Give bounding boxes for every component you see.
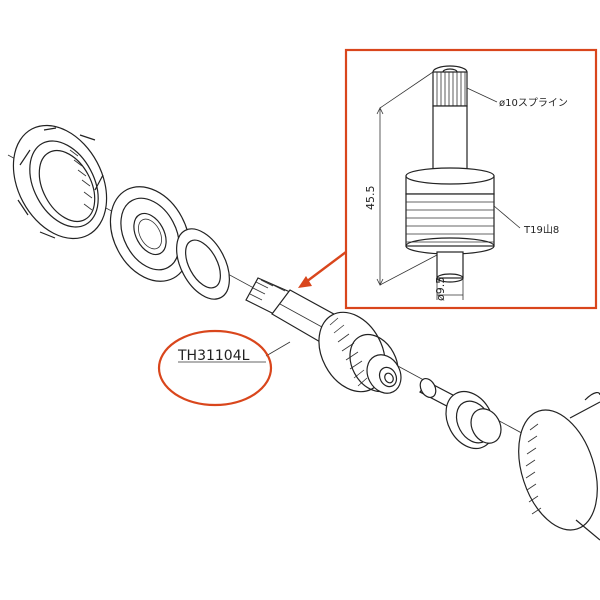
faucet-body <box>518 392 600 541</box>
packing-seal <box>445 390 502 450</box>
valve-cartridge <box>245 277 402 394</box>
part-number-label: TH31104L <box>177 348 250 364</box>
hex-nut <box>12 124 108 240</box>
thread-label: T19山8 <box>523 224 559 236</box>
callout-arrow <box>298 251 347 288</box>
part-number-leader <box>265 341 291 357</box>
detail-inset-frame <box>344 48 598 310</box>
detail-cartridge-drawing <box>405 65 495 283</box>
washer-thick <box>109 186 191 282</box>
detail-dimensions <box>376 71 521 300</box>
washer-flat <box>176 228 230 300</box>
part-number-highlight <box>157 329 273 407</box>
height-dimension-label: 45.5 <box>364 186 377 211</box>
shaft-diameter-label: ø9.5 <box>434 277 447 301</box>
spline-label: ø10スプライン <box>499 97 568 109</box>
